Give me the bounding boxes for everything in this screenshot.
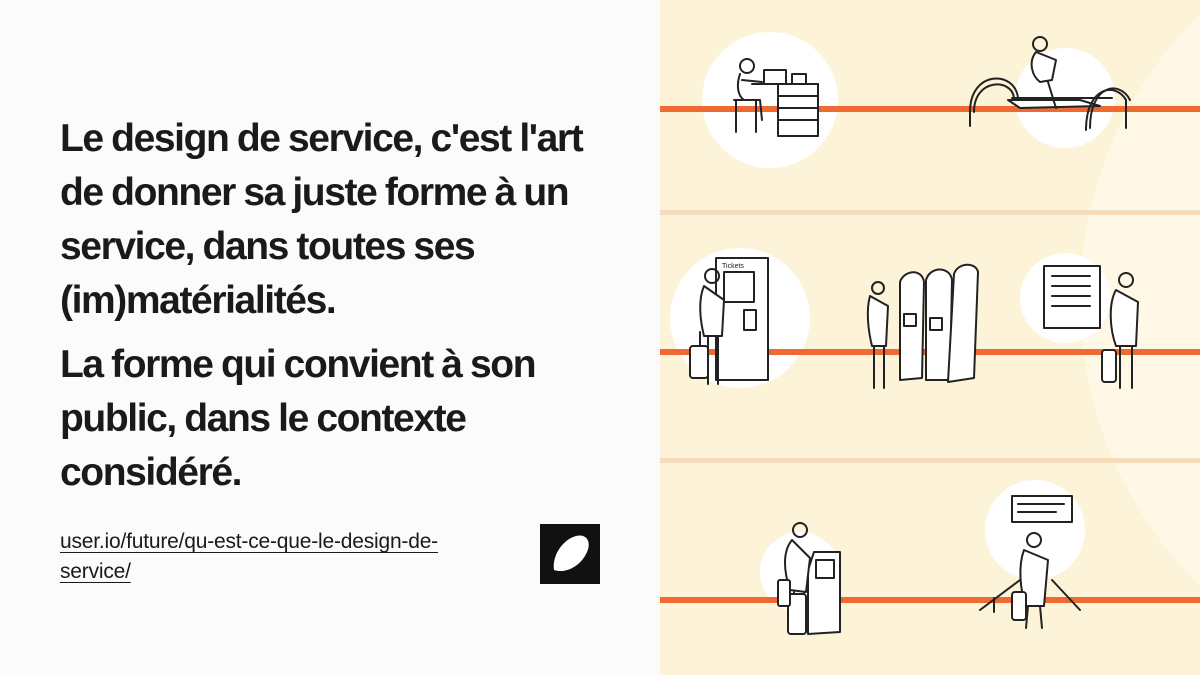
text-panel: Le design de service, c'est l'art de don… (60, 112, 630, 584)
source-link[interactable]: user.io/future/qu-est-ce-que-le-design-d… (60, 530, 438, 583)
ticket-gates-sketch (866, 263, 979, 389)
quote-paragraph-2: La forme qui convient à son public, dans… (60, 343, 537, 494)
quote-paragraph-1: Le design de service, c'est l'art de don… (60, 117, 584, 322)
bed-sketch (969, 36, 1131, 131)
platform-sign-sketch (979, 495, 1081, 629)
ticket-machine-label: Tickets (722, 263, 744, 270)
journey-track (660, 597, 1200, 603)
desk-worker-sketch (733, 58, 819, 137)
journey-track (660, 106, 1200, 112)
row-divider (660, 458, 1200, 463)
leaf-blob-icon (553, 535, 589, 572)
illustration-panel: Tickets (660, 0, 1200, 675)
check-in-kiosk-sketch (777, 522, 841, 635)
service-journeys-illustration: Tickets (660, 14, 1200, 635)
quote-text: Le design de service, c'est l'art de don… (60, 112, 630, 500)
background-arc (1080, 14, 1200, 586)
departure-board-sketch (1043, 265, 1139, 389)
row-divider (660, 210, 1200, 215)
brand-logo (540, 524, 600, 584)
ticket-machine-sketch: Tickets (689, 257, 769, 385)
